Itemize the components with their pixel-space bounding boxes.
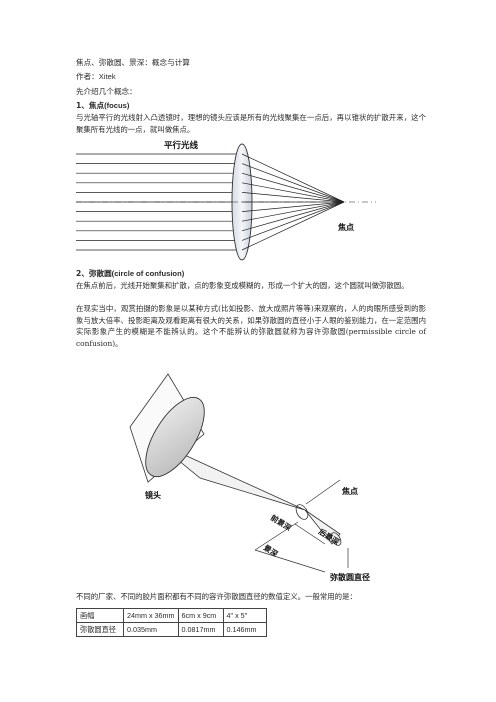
focus-point-label-2: 焦点 [341,486,358,496]
parallel-light-label: 平行光线 [164,140,199,151]
converging-ray-line [241,192,345,203]
section3-paragraph: 不同的厂家、不同的胶片面积都有不同的容许弥散圆直径的数值定义。一般常用的是： [76,592,357,601]
author-prefix: 作者： [76,72,99,81]
circle-of-confusion-disc [330,532,342,546]
section2-paragraph-2: 在现实当中，观赏拍摄的影象是以某种方式(比如投影、放大成照片等等)来观察的，人的… [76,304,426,348]
depth-of-field-label: 景深 [262,542,280,559]
table-cell: 6cm x 9cm [177,608,224,623]
author-line: 作者：Xitek [76,71,116,82]
section2-paragraph-1: 在焦点前后，光线开始聚集和扩散，点的影象变成模糊的，形成一个扩大的圆，这个圆就叫… [76,281,409,290]
section2-heading: 2、弥散圆(circle of confusion) [76,268,184,279]
section1-paragraph: 与光轴平行的光线射入凸透镜时，理想的镜头应该是所有的光线聚集在一点后，再以锥状的… [76,113,426,134]
table-row: 画幅 24mm x 36mm 6cm x 9cm 4" x 5" [76,608,267,623]
table-cell: 24mm x 36mm [123,608,179,623]
depth-of-field-diagram: 镜头 焦点 前景深 后景深 景深 弥散圆直径 [129,373,370,582]
focus-diagram: 平行光线 焦点 [76,140,376,261]
converging-ray-line [241,172,345,203]
section2-heading-text: 2、弥散圆 [76,269,112,278]
converging-rays [76,153,376,251]
lens-label: 镜头 [145,490,161,500]
section1-heading-text: 1、焦点 [76,101,105,110]
section1-heading: 1、焦点(focus) [76,100,129,111]
converging-ray-line [241,163,345,203]
table-cell: 弥散圆直径 [76,622,124,637]
table-cell: 画幅 [76,608,124,623]
intro-line: 先介绍几个概念： [76,87,137,96]
converging-ray-line [241,153,345,203]
focus-point-label-1: 焦点 [337,222,354,232]
lens-disc [145,396,205,478]
converging-ray-line [241,201,345,222]
converging-ray-line [241,201,345,212]
front-depth-of-field-label: 前景深 [269,512,294,533]
section1-heading-en: (focus) [104,101,130,110]
converging-ray-line [241,201,345,241]
table-row: 弥散圆直径 0.035mm 0.0817mm 0.146mm [76,622,267,637]
section2-heading-en: (circle of confusion) [111,269,185,278]
front-blur-circle [295,504,309,520]
converging-ray-line [241,182,345,203]
coc-spec-table: 画幅 24mm x 36mm 6cm x 9cm 4" x 5" 弥散圆直径 0… [76,608,267,637]
author-name: Xitek [98,72,116,81]
table-cell: 0.0817mm [177,622,224,637]
coc-diameter-label: 弥散圆直径 [330,572,370,582]
table-cell: 0.035mm [123,622,179,637]
document-title-line: 焦点、弥散圆、景深：概念与计算 [76,58,190,67]
table-cell: 0.146mm [222,622,267,637]
converging-ray-line [241,201,345,232]
converging-ray-line [241,201,345,251]
table-cell: 4" x 5" [222,608,267,623]
